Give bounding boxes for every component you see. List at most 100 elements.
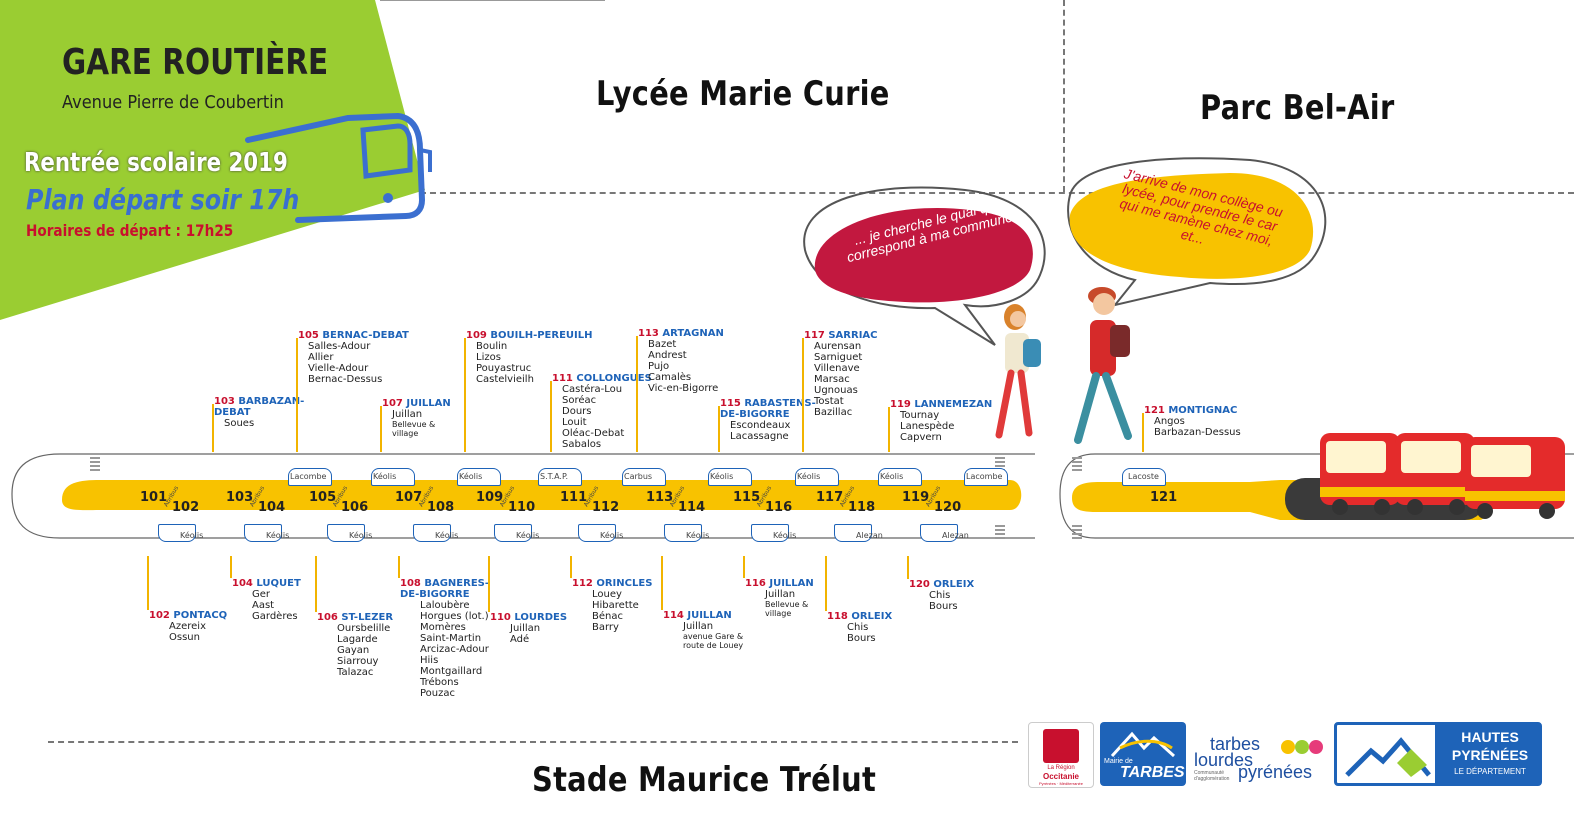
quai-number: 114 <box>678 500 706 515</box>
stop-name: SARRIAC <box>828 330 878 341</box>
bus-shelter-icon <box>457 468 501 486</box>
stop-header: 119 LANNEMEZAN <box>890 399 992 410</box>
quai-number: 120 <box>934 500 962 515</box>
speech-bubble-right <box>1067 157 1327 307</box>
town-name: Juillan <box>683 621 714 632</box>
stop-number: 102 <box>149 610 174 621</box>
connector-line <box>488 556 490 612</box>
operator-label: Kéolis <box>600 531 624 540</box>
bus-shelter-icon <box>327 524 365 542</box>
quai-number: 106 <box>341 500 369 515</box>
town-name: Vic-en-Bigorre <box>648 383 719 394</box>
operator-label: Kéolis <box>266 531 290 540</box>
logo-tlp-line1: tarbes <box>1210 734 1261 754</box>
town-detail: Bellevue & <box>765 600 809 609</box>
quai-number: 110 <box>508 500 536 515</box>
quai-number: 104 <box>258 500 286 515</box>
stop-name: PONTACQ <box>173 610 228 621</box>
quai-number: 115 <box>733 490 761 505</box>
connector-line <box>636 336 638 452</box>
connector-line <box>1142 413 1144 452</box>
stop-name: ORINCLES <box>596 578 653 589</box>
town-name: Louit <box>562 417 587 428</box>
town-name: Oursbelille <box>337 623 391 634</box>
stop-header: 112 ORINCLES <box>572 578 652 589</box>
stop-number: 103 <box>214 396 239 407</box>
stop-towns: Soues <box>214 418 304 429</box>
town-name: Tostat <box>814 396 844 407</box>
town-name: Salles-Adour <box>308 341 371 352</box>
logo-hautes-pyrenees: HAUTES PYRÉNÉES LE DÉPARTEMENT <box>1334 722 1542 786</box>
logo-hp-line2: PYRÉNÉES <box>1451 747 1529 763</box>
logo-hp-line1: HAUTES <box>1461 729 1519 745</box>
connector-line <box>661 556 663 610</box>
logo-mairie-label: Mairie de <box>1104 758 1133 765</box>
stop-header: 104 LUQUET <box>232 578 301 589</box>
speech-bubble-left <box>803 186 1046 346</box>
bus-shelter-icon <box>834 524 872 542</box>
town-name: Gayan <box>337 645 370 656</box>
town-name: Tournay <box>900 410 940 421</box>
logo-occitanie-line1: La Région <box>1047 765 1075 771</box>
stop-number: 104 <box>232 578 257 589</box>
operator-label: Lacombe <box>290 472 327 481</box>
town-name: Pouyastruc <box>476 363 532 374</box>
stop-name: ORLEIX <box>851 611 893 622</box>
student-boy-icon <box>1074 287 1132 444</box>
town-name: Marsac <box>814 374 850 385</box>
operator-label: Kéolis <box>516 531 540 540</box>
stop-header: 105 BERNAC-DEBAT <box>298 330 409 341</box>
bus-shelter-icon <box>878 468 922 486</box>
stop-header: 115 RABASTENS- DE-BIGORRE <box>720 398 816 420</box>
stop-number: 119 <box>890 399 915 410</box>
connector-line <box>212 404 214 452</box>
town-name: Ger <box>252 589 271 600</box>
header-address: Avenue Pierre de Coubertin <box>62 92 284 113</box>
stop-header: 117 SARRIAC <box>804 330 878 341</box>
town-name: Camalès <box>648 372 692 383</box>
logo-mairie-tarbes: Mairie de TARBES <box>1100 722 1186 786</box>
town-name: Lagarde <box>337 634 378 645</box>
stop-name: ORLEIX <box>933 579 975 590</box>
town-name: Momères <box>420 622 466 633</box>
town-name: Barbazan-Dessus <box>1154 427 1241 438</box>
town-name: Lanespède <box>900 421 955 432</box>
operator-label: Kéolis <box>349 531 373 540</box>
buses-icon <box>1320 433 1565 519</box>
stop-number: 110 <box>490 612 515 623</box>
hp-mountain-icon <box>1345 737 1431 777</box>
town-name: Soues <box>224 418 255 429</box>
stop-number: 114 <box>663 610 688 621</box>
quai-number: 113 <box>646 490 674 505</box>
stop-header: 120 ORLEIX <box>909 579 974 590</box>
town-name: Hiis <box>420 655 439 666</box>
stop-number: 118 <box>827 611 852 622</box>
stop-header: 102 PONTACQ <box>149 610 227 621</box>
stop-number: 121 <box>1144 405 1169 416</box>
operator-label: Kéolis <box>797 472 821 481</box>
bus-shelter-icon <box>288 468 332 486</box>
stop-name: LOURDES <box>514 612 568 623</box>
bus-shelter-icon <box>158 524 196 542</box>
town-detail: avenue Gare & <box>683 632 744 641</box>
occitanie-cross-icon <box>1043 729 1079 763</box>
town-name: Juillan <box>510 623 541 634</box>
stop-header: 113 ARTAGNAN <box>638 328 724 339</box>
town-name: Castelvieilh <box>476 374 534 385</box>
stop-number: 116 <box>745 578 770 589</box>
